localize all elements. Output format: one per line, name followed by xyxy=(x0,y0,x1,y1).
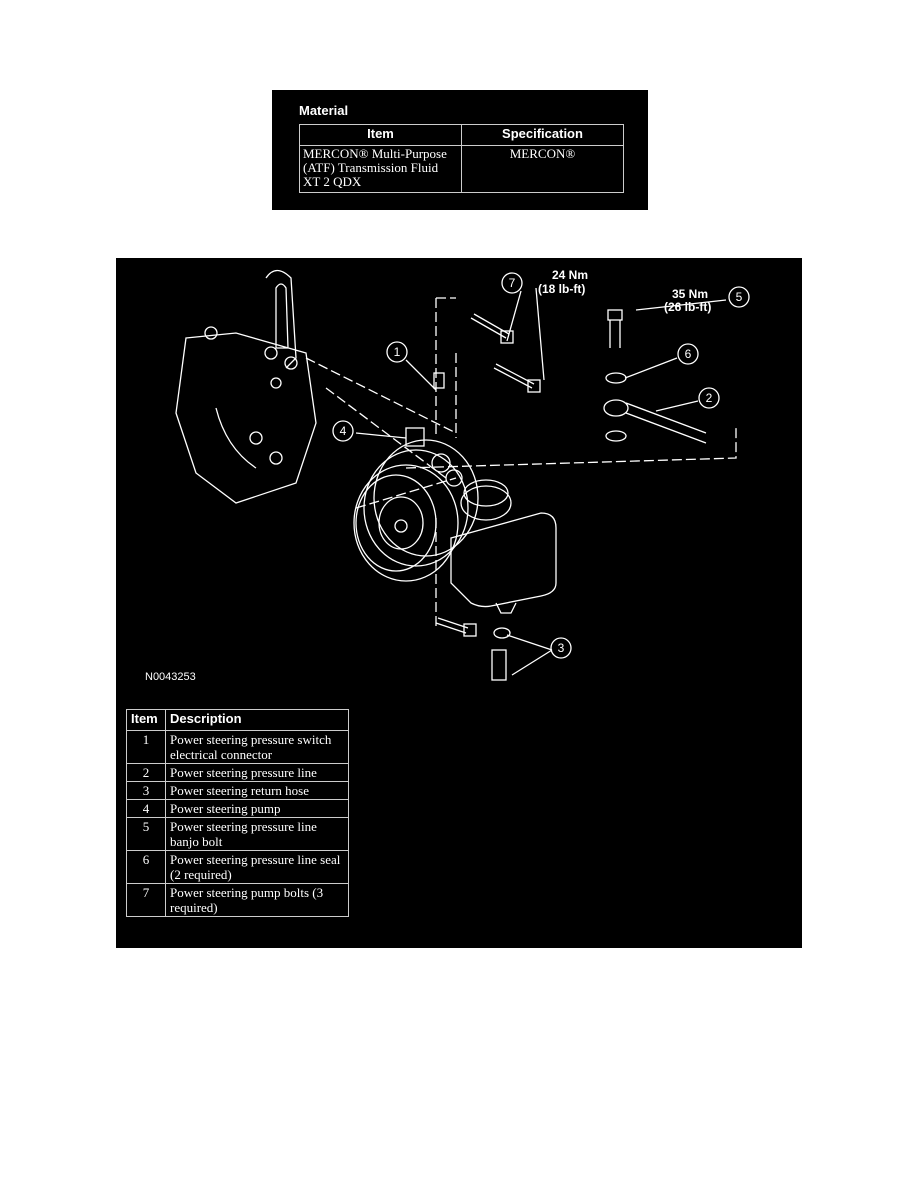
item-number: 4 xyxy=(126,799,166,818)
pulley xyxy=(353,464,459,582)
header-item: Item xyxy=(126,709,166,731)
item-number: 1 xyxy=(126,730,166,764)
item-number: 2 xyxy=(126,763,166,782)
material-title: Material xyxy=(299,103,349,118)
callout-7: 7 xyxy=(501,272,523,294)
item-description: Power steering pressure switch electrica… xyxy=(165,730,349,764)
figure-id: N0043253 xyxy=(145,671,196,683)
table-row: MERCON® Multi-Purpose (ATF) Transmission… xyxy=(299,145,624,193)
torque-7-nm: 24 Nm xyxy=(552,268,588,282)
item-number: 5 xyxy=(126,817,166,851)
header-item: Item xyxy=(299,124,462,146)
material-item: MERCON® Multi-Purpose (ATF) Transmission… xyxy=(299,145,462,193)
mounting-bracket xyxy=(175,269,317,504)
callout-3: 3 xyxy=(550,637,572,659)
material-spec: MERCON® xyxy=(461,145,624,193)
callout-2: 2 xyxy=(698,387,720,409)
header-specification: Specification xyxy=(461,124,624,146)
callout-4: 4 xyxy=(332,420,354,442)
callout-6: 6 xyxy=(677,343,699,365)
torque-5-nm: 35 Nm xyxy=(672,287,708,301)
item-description: Power steering pressure line banjo bolt xyxy=(165,817,349,851)
svg-text:1: 1 xyxy=(394,345,401,359)
svg-text:2: 2 xyxy=(706,391,713,405)
header-description: Description xyxy=(165,709,349,731)
torque-7-lbft: (18 lb-ft) xyxy=(538,282,585,296)
item-description: Power steering return hose xyxy=(165,781,349,800)
item-number: 3 xyxy=(126,781,166,800)
svg-text:6: 6 xyxy=(685,347,692,361)
svg-text:7: 7 xyxy=(509,276,516,290)
item-description: Power steering pump xyxy=(165,799,349,818)
item-description: Power steering pressure line seal (2 req… xyxy=(165,850,349,884)
bolt xyxy=(435,313,535,634)
svg-text:5: 5 xyxy=(736,290,743,304)
item-description: Power steering pressure line xyxy=(165,763,349,782)
item-number: 7 xyxy=(126,883,166,917)
leader-lines xyxy=(355,287,727,676)
svg-text:3: 3 xyxy=(558,641,565,655)
svg-text:4: 4 xyxy=(340,424,347,438)
pump-illustration: 7 24 Nm (18 lb-ft) 5 35 Nm (26 lb-ft) 1 … xyxy=(145,268,750,683)
callout-1: 1 xyxy=(386,341,408,363)
callout-5: 5 xyxy=(728,286,750,308)
item-number: 6 xyxy=(126,850,166,884)
reservoir xyxy=(450,512,557,614)
torque-5-lbft: (26 lb-ft) xyxy=(664,300,711,314)
guide-lines xyxy=(305,297,737,628)
exploded-diagram: 7 24 Nm (18 lb-ft) 5 35 Nm (26 lb-ft) 1 … xyxy=(116,258,802,948)
item-description: Power steering pump bolts (3 required) xyxy=(165,883,349,917)
